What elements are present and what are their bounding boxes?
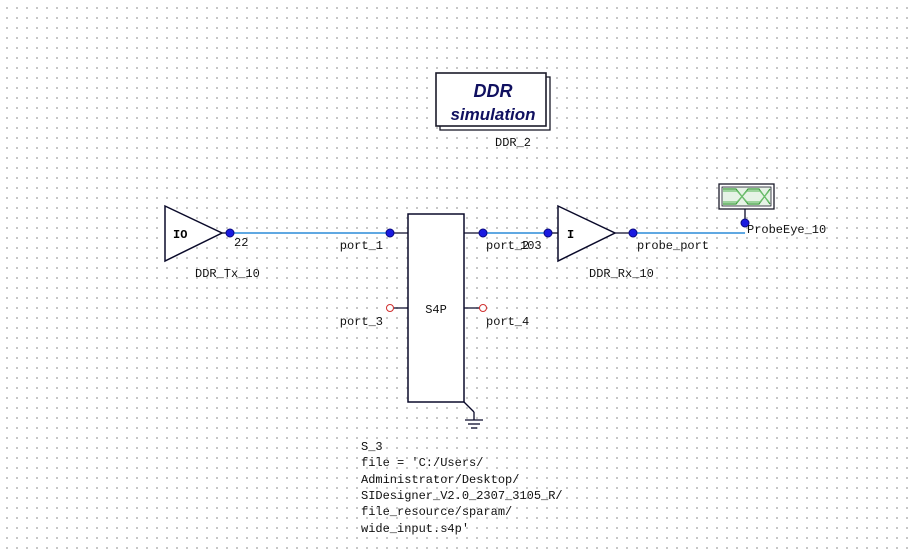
receiver-symbol: I	[567, 228, 574, 242]
receiver-output-net: probe_port	[637, 239, 709, 253]
eye-diagram-icon	[723, 188, 771, 205]
probe-pin[interactable]	[740, 218, 750, 228]
eye-probe[interactable]	[718, 183, 775, 228]
transmitter-buffer[interactable]: IO	[164, 204, 235, 263]
receiver-input-pin[interactable]	[543, 228, 553, 238]
receiver-buffer[interactable]: I	[543, 204, 638, 263]
title-block-ref: DDR_2	[495, 136, 531, 150]
port4-label: port_4	[486, 315, 529, 329]
transmitter-output-pin[interactable]	[225, 228, 235, 238]
sparam-pin-port3[interactable]	[386, 304, 394, 312]
sparam-properties: S_3 file = 'C:/Users/ Administrator/Desk…	[361, 440, 563, 536]
title-block[interactable]: DDR simulation	[435, 72, 551, 131]
sparam-file-line-2: Administrator/Desktop/	[361, 473, 519, 487]
sparam-file-line-1: file = 'C:/Users/	[361, 456, 483, 470]
sparam-pin-port2[interactable]	[478, 228, 488, 238]
title-line-1: DDR	[474, 81, 513, 101]
sparam-file-line-3: SIDesigner_V2.0_2307_3105_R/	[361, 489, 563, 503]
probe-ref: ProbeEye_10	[747, 223, 826, 237]
ground-icon	[463, 401, 483, 429]
sparam-file-line-4: file_resource/sparam/	[361, 505, 512, 519]
receiver-output-pin[interactable]	[628, 228, 638, 238]
port3-label: port_3	[340, 315, 383, 329]
sparam-file-line-5: wide_input.s4p'	[361, 522, 469, 536]
title-line-2: simulation	[450, 105, 535, 124]
sparam-pin-port1[interactable]	[385, 228, 395, 238]
receiver-pin-label: 103	[520, 239, 542, 253]
transmitter-symbol: IO	[173, 228, 187, 242]
port2-label: port_2	[486, 239, 529, 253]
port1-label: port_1	[340, 239, 383, 253]
transmitter-ref: DDR_Tx_10	[195, 267, 260, 281]
sparam-ref: S_3	[361, 440, 383, 454]
receiver-ref: DDR_Rx_10	[589, 267, 654, 281]
sparam-pin-port4[interactable]	[479, 304, 487, 312]
transmitter-pin-label: 22	[234, 236, 248, 250]
sparam-block[interactable]: S4P	[385, 213, 488, 429]
sparam-label: S4P	[425, 303, 447, 317]
